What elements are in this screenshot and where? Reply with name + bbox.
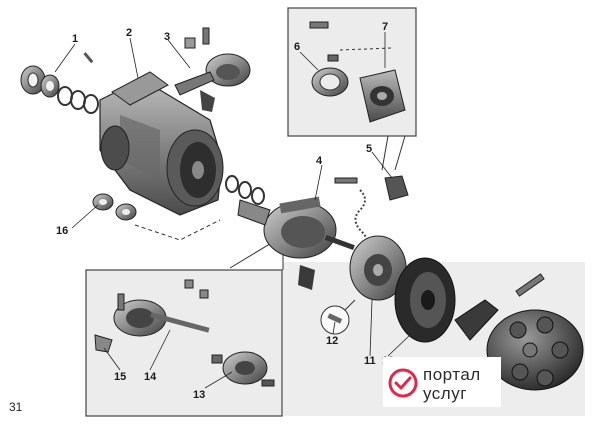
part-11-rotor bbox=[349, 235, 407, 301]
inset-leader bbox=[394, 135, 406, 171]
portal-uslug-logo: портал услуг bbox=[383, 357, 501, 407]
part-7-rotor-plate bbox=[339, 47, 406, 123]
callout-11: 11 bbox=[364, 355, 376, 367]
part-14-breaker-shaft bbox=[113, 293, 210, 337]
checkmark-circle-icon bbox=[388, 368, 418, 398]
callout-15: 15 bbox=[114, 371, 126, 383]
page-number: 31 bbox=[9, 400, 23, 414]
callout-6: 6 bbox=[294, 41, 300, 53]
part-16-washers bbox=[92, 193, 221, 241]
inset-bottom-left bbox=[85, 269, 283, 417]
logo-line-1: портал bbox=[423, 365, 481, 384]
callout-14: 14 bbox=[144, 371, 157, 383]
part-rotor-arm bbox=[454, 273, 545, 341]
callout-1: 1 bbox=[72, 33, 78, 45]
callout-7: 7 bbox=[382, 21, 388, 33]
part-distributor-cap bbox=[486, 309, 584, 391]
callout-12: 12 bbox=[326, 335, 338, 347]
inset-leader bbox=[381, 135, 389, 171]
callout-leaders bbox=[54, 32, 411, 389]
part-10-dust-shield bbox=[394, 257, 456, 343]
part-5-spring-clip bbox=[334, 175, 409, 253]
part-12-spring-detail bbox=[320, 299, 356, 335]
part-1-bearing-rings bbox=[20, 52, 99, 114]
callout-13: 13 bbox=[193, 389, 205, 401]
callout-2: 2 bbox=[126, 27, 132, 39]
part-4-breaker-plate bbox=[237, 196, 355, 290]
part-13-cam-plate bbox=[184, 279, 275, 387]
part-2-distributor-housing bbox=[99, 71, 224, 216]
part-6-ring bbox=[309, 21, 349, 97]
callout-5: 5 bbox=[366, 143, 372, 155]
logo-line-2: услуг bbox=[423, 384, 467, 403]
inset-top-right bbox=[287, 7, 417, 137]
part-15-contact bbox=[94, 334, 113, 353]
callout-3: 3 bbox=[164, 31, 170, 43]
callout-4: 4 bbox=[316, 155, 323, 167]
callout-16: 16 bbox=[56, 225, 68, 237]
part-shaft-washers bbox=[225, 175, 265, 205]
part-3-vacuum-advance bbox=[174, 27, 251, 112]
